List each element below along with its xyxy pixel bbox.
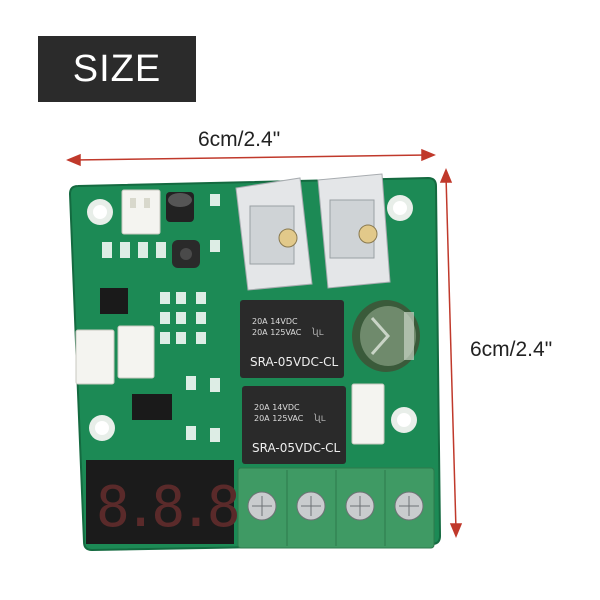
heat-sink-left [235,177,313,291]
large-capacitor [352,300,420,372]
ul-mark-icon: ʯʟ [312,327,324,338]
ic-chip-small [100,288,128,314]
ul-mark-icon: ʯʟ [314,413,326,424]
relay-2-rating-1: 20A 14VDC [254,403,300,412]
height-dimension-label: 6cm/2.4" [470,338,553,361]
smd-components [102,194,220,442]
relay-1-rating-2: 20A 125VAC [252,328,302,337]
terminal-screw-icon [247,491,424,521]
width-dimension-arrow [66,148,436,167]
size-badge: SIZE [38,36,196,102]
relay-1: 20A 14VDC 20A 125VAC SRA-05VDC-CL ʯʟ [240,300,344,378]
relay-2: 20A 14VDC 20A 125VAC SRA-05VDC-CL ʯʟ [242,386,346,464]
ic-chip-lower [132,394,172,420]
relay-2-model: SRA-05VDC-CL [252,441,341,455]
size-badge-label: SIZE [72,47,162,90]
mounting-hole-icon [87,195,417,441]
relay-2-rating-2: 20A 125VAC [254,414,304,423]
connector-left [75,325,155,385]
width-dimension-label: 6cm/2.4" [198,128,281,151]
connector-top [121,189,161,235]
display-digits: 8.8.8. [96,475,262,540]
height-dimension-arrow [439,168,463,538]
small-capacitor [166,192,194,222]
inductor [172,240,200,268]
terminal-block [237,467,435,549]
relay-1-rating-1: 20A 14VDC [252,317,298,326]
heat-sink-right [317,173,391,289]
relay-1-model: SRA-05VDC-CL [250,355,339,369]
connector-right [351,383,385,445]
